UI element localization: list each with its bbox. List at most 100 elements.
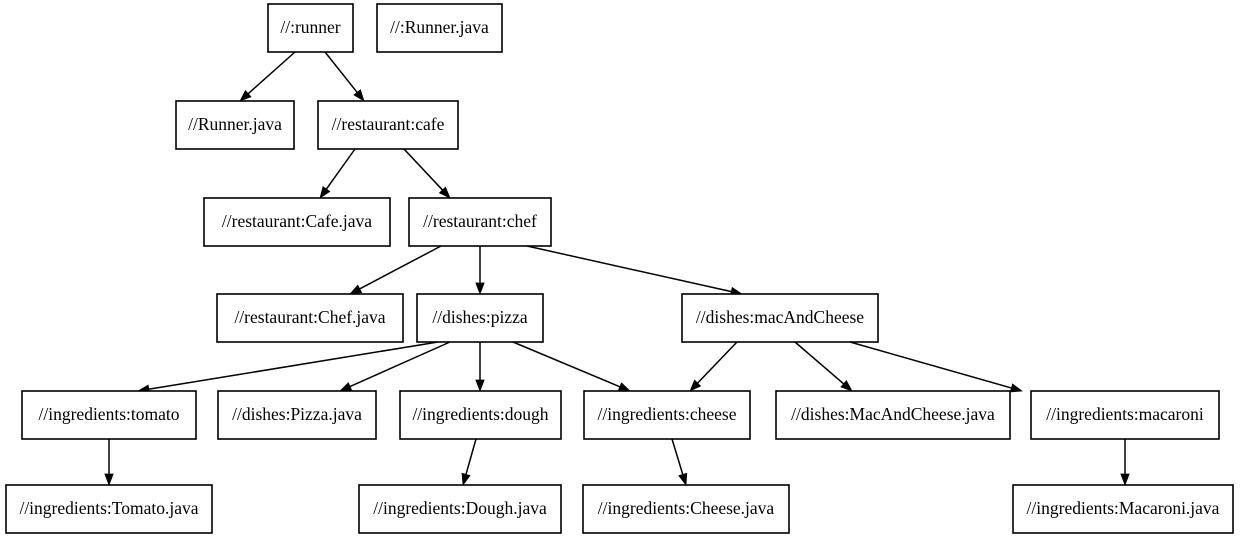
graph-node-ingredients_cheese[interactable]: //ingredients:cheese xyxy=(583,390,751,440)
node-label: //ingredients:Macaroni.java xyxy=(1027,498,1220,518)
node-box[interactable] xyxy=(216,293,404,343)
edge-arrowhead xyxy=(678,472,688,486)
node-box[interactable] xyxy=(21,390,197,440)
node-box[interactable] xyxy=(175,100,295,150)
node-box[interactable] xyxy=(203,197,391,247)
edge-arrowhead xyxy=(617,382,631,392)
graph-node-ingredients_tomato[interactable]: //ingredients:tomato xyxy=(21,390,197,440)
graph-node-runner_java_root[interactable]: //:Runner.java xyxy=(376,3,503,53)
node-box[interactable] xyxy=(681,293,879,343)
graph-node-restaurant_chef[interactable]: //restaurant:chef xyxy=(408,197,552,247)
edge-line xyxy=(146,341,439,391)
edge-line xyxy=(671,438,685,477)
graph-node-ingredients_macaroni[interactable]: //ingredients:macaroni xyxy=(1030,390,1220,440)
graph-node-ingredients_macaronijava[interactable]: //ingredients:Macaroni.java xyxy=(1012,484,1234,534)
edge-line xyxy=(347,341,451,389)
graph-node-dishes_macandcheese[interactable]: //dishes:macAndCheese xyxy=(681,293,879,343)
node-box[interactable] xyxy=(317,100,459,150)
node-box[interactable] xyxy=(416,293,544,343)
node-box[interactable] xyxy=(5,484,213,534)
edge-line xyxy=(526,245,734,293)
node-label: //ingredients:macaroni xyxy=(1046,404,1204,424)
graph-edge xyxy=(794,341,853,392)
edge-line xyxy=(512,341,622,389)
edge-arrowhead xyxy=(689,379,702,392)
edge-arrowhead xyxy=(840,380,853,392)
graph-edge xyxy=(475,342,485,392)
node-label: //:runner xyxy=(280,17,340,37)
node-box[interactable] xyxy=(775,390,1011,440)
edge-arrowhead xyxy=(475,379,485,392)
edge-line xyxy=(695,341,738,386)
edge-arrowhead xyxy=(239,89,252,102)
graph-edge xyxy=(475,246,485,295)
node-box[interactable] xyxy=(1012,484,1234,534)
edge-arrowhead xyxy=(104,473,114,486)
graph-edge xyxy=(239,51,296,102)
graph-edge xyxy=(339,341,451,392)
edge-line xyxy=(794,341,846,386)
node-box[interactable] xyxy=(583,390,751,440)
graph-node-runner_java[interactable]: //Runner.java xyxy=(175,100,295,150)
graph-edge xyxy=(526,245,743,297)
graph-node-dishes_pizza[interactable]: //dishes:pizza xyxy=(416,293,544,343)
graph-node-ingredients_cheesejava[interactable]: //ingredients:Cheese.java xyxy=(582,484,790,534)
node-label: //Runner.java xyxy=(188,114,282,134)
graph-node-ingredients_tomatojava[interactable]: //ingredients:Tomato.java xyxy=(5,484,213,534)
edge-arrowhead xyxy=(349,284,363,295)
node-label: //restaurant:chef xyxy=(423,211,537,231)
graph-edge xyxy=(403,148,451,199)
graph-edge xyxy=(512,341,631,392)
node-label: //ingredients:cheese xyxy=(598,404,737,424)
node-box[interactable] xyxy=(267,3,354,53)
graph-edge xyxy=(461,438,477,486)
node-label: //:Runner.java xyxy=(390,17,489,37)
node-label: //ingredients:tomato xyxy=(39,404,180,424)
edge-arrowhead xyxy=(1120,473,1130,486)
edge-line xyxy=(403,148,445,192)
graph-node-dishes_macjava[interactable]: //dishes:MacAndCheese.java xyxy=(775,390,1011,440)
graph-edge xyxy=(1120,439,1130,486)
node-box[interactable] xyxy=(408,197,552,247)
node-label: //dishes:macAndCheese xyxy=(696,307,864,327)
edge-arrowhead xyxy=(461,472,471,486)
edge-line xyxy=(464,438,477,477)
graph-edge xyxy=(671,438,688,486)
edge-arrowhead xyxy=(353,89,365,102)
edge-arrowhead xyxy=(339,382,353,392)
node-box[interactable] xyxy=(582,484,790,534)
graph-node-runner[interactable]: //:runner xyxy=(267,3,354,53)
node-label: //dishes:MacAndCheese.java xyxy=(791,404,995,424)
graph-node-ingredients_doughjava[interactable]: //ingredients:Dough.java xyxy=(358,484,562,534)
node-label: //ingredients:Cheese.java xyxy=(598,498,775,518)
graph-edge xyxy=(324,51,365,102)
graph-edge xyxy=(849,341,1023,393)
graph-node-restaurant_cafe[interactable]: //restaurant:cafe xyxy=(317,100,459,150)
graph-node-ingredients_dough[interactable]: //ingredients:dough xyxy=(399,390,562,440)
edge-line xyxy=(849,341,1014,390)
node-box[interactable] xyxy=(217,390,377,440)
node-label: //dishes:pizza xyxy=(432,307,527,327)
edge-line xyxy=(324,148,356,192)
edge-line xyxy=(357,245,442,291)
node-label: //restaurant:cafe xyxy=(332,114,445,134)
node-label: //ingredients:Dough.java xyxy=(373,498,547,518)
graph-edge xyxy=(104,439,114,486)
node-label: //restaurant:Chef.java xyxy=(234,307,385,327)
node-box[interactable] xyxy=(1030,390,1220,440)
edge-arrowhead xyxy=(475,282,485,295)
node-box[interactable] xyxy=(399,390,562,440)
node-box[interactable] xyxy=(358,484,562,534)
edge-arrowhead xyxy=(438,186,451,199)
node-label: //ingredients:Tomato.java xyxy=(19,498,198,518)
graph-node-dishes_pizzajava[interactable]: //dishes:Pizza.java xyxy=(217,390,377,440)
graph-node-restaurant_chefjava[interactable]: //restaurant:Chef.java xyxy=(216,293,404,343)
graph-edge xyxy=(319,148,356,199)
node-label: //dishes:Pizza.java xyxy=(232,404,362,424)
edge-line xyxy=(246,51,296,96)
node-label: //ingredients:dough xyxy=(412,404,548,424)
graph-node-restaurant_cafejava[interactable]: //restaurant:Cafe.java xyxy=(203,197,391,247)
node-box[interactable] xyxy=(376,3,503,53)
